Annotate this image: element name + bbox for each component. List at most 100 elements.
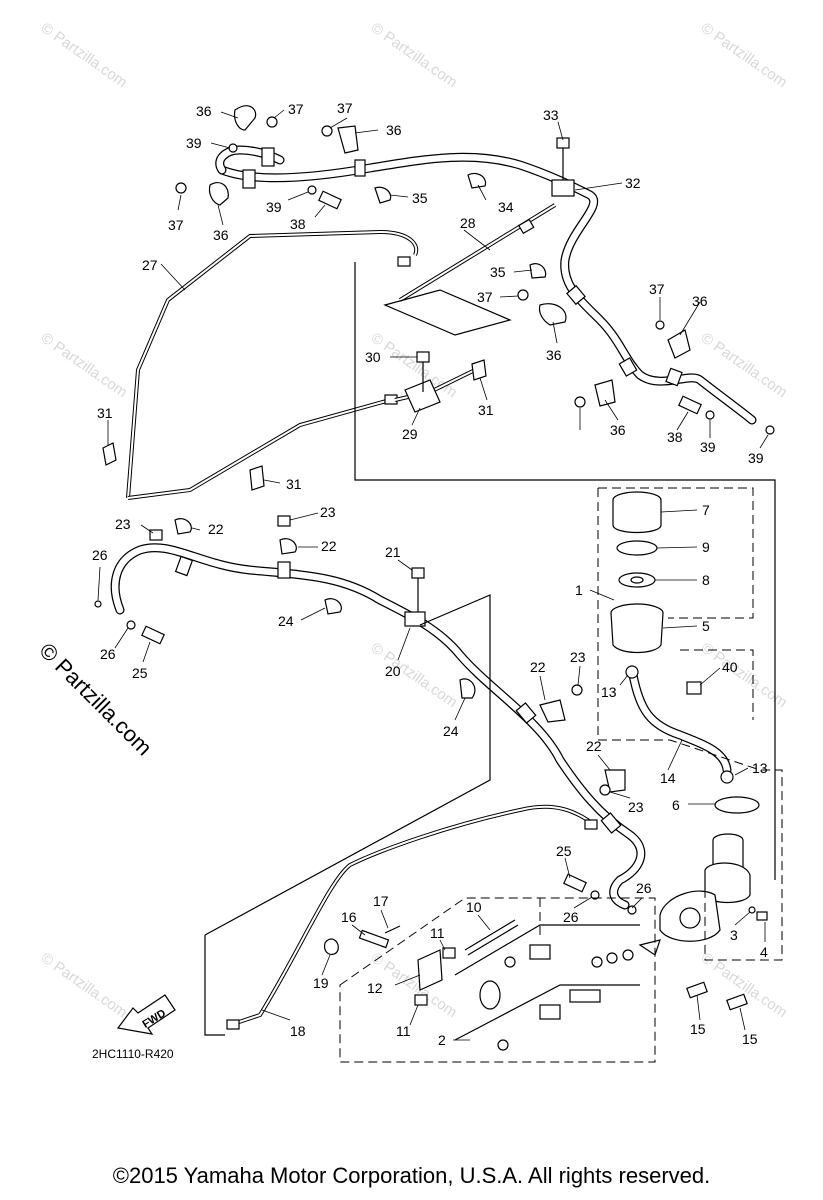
bolt bbox=[277, 515, 291, 527]
watermark-large: © Partzilla.com bbox=[34, 638, 157, 761]
callout-23: 23 bbox=[320, 504, 336, 520]
watermark-text: © Partzilla.com bbox=[698, 19, 791, 91]
pipe-nut bbox=[584, 819, 598, 830]
drawing-code: 2HC1110-R420 bbox=[92, 1047, 174, 1061]
callout-37: 37 bbox=[649, 281, 665, 297]
callout-12: 12 bbox=[367, 980, 383, 996]
bolt bbox=[686, 981, 708, 999]
callout-31: 31 bbox=[478, 402, 494, 418]
hose-clip bbox=[279, 538, 297, 555]
bolt bbox=[686, 681, 702, 695]
copper-washer bbox=[705, 410, 715, 420]
hose-ferrule bbox=[277, 561, 291, 579]
pipe-nut bbox=[517, 218, 535, 235]
union-bolt bbox=[141, 625, 165, 645]
copper-washer bbox=[307, 185, 317, 195]
bleed-screw bbox=[756, 911, 768, 921]
hose-clip bbox=[459, 678, 476, 699]
callout-1: 1 bbox=[575, 582, 583, 598]
hose-ferrule bbox=[174, 555, 194, 577]
callout-25: 25 bbox=[132, 665, 148, 681]
callout-10: 10 bbox=[466, 899, 482, 915]
callout-31: 31 bbox=[97, 405, 113, 421]
fwd-label: FWD bbox=[140, 1007, 168, 1030]
master-cylinder-assembly bbox=[204, 262, 783, 1063]
hose-clip bbox=[720, 770, 734, 784]
callout-29: 29 bbox=[402, 426, 418, 442]
watermark-text: © Partzilla.com bbox=[38, 19, 131, 91]
bolt bbox=[726, 993, 748, 1011]
callouts: 36 37 37 36 39 33 32 39 35 34 37 36 38 2… bbox=[92, 100, 768, 1048]
watermark-text: © Partzilla.com bbox=[38, 329, 131, 401]
callout-25: 25 bbox=[556, 843, 572, 859]
hose-clip bbox=[174, 518, 192, 535]
callout-36: 36 bbox=[213, 227, 229, 243]
hose-ferrule bbox=[354, 159, 366, 177]
hose-holder bbox=[208, 182, 229, 206]
callout-19: 19 bbox=[313, 975, 329, 991]
callout-17: 17 bbox=[373, 893, 389, 909]
callout-22: 22 bbox=[208, 521, 224, 537]
callout-20: 20 bbox=[385, 663, 401, 679]
callout-36: 36 bbox=[692, 293, 708, 309]
hose-joint-block bbox=[404, 611, 426, 627]
hose-holder bbox=[539, 699, 566, 723]
callout-35: 35 bbox=[412, 190, 428, 206]
piston-kit bbox=[539, 1004, 561, 1020]
watermark-layer: © Partzilla.com © Partzilla.com © Partzi… bbox=[34, 19, 790, 1021]
reservoir bbox=[610, 612, 664, 654]
hose-clip bbox=[374, 186, 392, 204]
pin bbox=[358, 929, 390, 949]
union-bolt bbox=[678, 395, 702, 415]
master-cylinder-port bbox=[679, 907, 701, 929]
callout-26: 26 bbox=[92, 547, 108, 563]
nut bbox=[442, 947, 456, 959]
hose-holder bbox=[538, 303, 567, 326]
clip bbox=[655, 320, 665, 330]
copper-washer bbox=[94, 600, 102, 608]
piston-kit bbox=[479, 980, 501, 1010]
copper-washer bbox=[627, 905, 637, 915]
clamp bbox=[249, 465, 265, 491]
callout-39: 39 bbox=[748, 450, 764, 466]
union-bolt bbox=[318, 190, 342, 210]
cotter-pin bbox=[323, 938, 339, 956]
hose-ferrule bbox=[665, 367, 683, 387]
seal bbox=[748, 906, 756, 914]
hose-clip bbox=[625, 665, 639, 679]
hose-holder bbox=[233, 105, 257, 131]
callout-39: 39 bbox=[700, 439, 716, 455]
callout-37: 37 bbox=[168, 217, 184, 233]
hose-ferrule bbox=[600, 812, 622, 834]
clip bbox=[517, 289, 529, 301]
callout-24: 24 bbox=[278, 613, 294, 629]
forward-arrow-icon: FWD bbox=[116, 994, 176, 1035]
callout-33: 33 bbox=[543, 107, 559, 123]
hose-clip bbox=[467, 172, 487, 189]
watermark-text: © Partzilla.com bbox=[368, 19, 461, 91]
callout-32: 32 bbox=[625, 175, 641, 191]
callout-38: 38 bbox=[290, 216, 306, 232]
callout-38: 38 bbox=[667, 429, 683, 445]
pipe-bracket bbox=[404, 379, 441, 413]
callout-27: 27 bbox=[142, 257, 158, 273]
hose-ferrule bbox=[618, 357, 638, 377]
callout-22: 22 bbox=[321, 538, 337, 554]
hose-clip bbox=[529, 263, 547, 279]
callout-13: 13 bbox=[752, 760, 768, 776]
bolt bbox=[556, 137, 570, 149]
watermark-text: © Partzilla.com bbox=[368, 639, 461, 711]
bolt bbox=[411, 567, 425, 579]
piston-seal bbox=[504, 956, 516, 968]
callout-2: 2 bbox=[438, 1032, 446, 1048]
reservoir-plate bbox=[616, 540, 658, 556]
circlip bbox=[497, 1039, 509, 1051]
hose-holder bbox=[604, 769, 626, 793]
callout-7: 7 bbox=[702, 502, 710, 518]
piston-seal bbox=[606, 952, 618, 964]
piston-kit bbox=[529, 944, 551, 960]
copper-washer bbox=[765, 425, 775, 435]
callout-26: 26 bbox=[100, 646, 116, 662]
callout-8: 8 bbox=[702, 572, 710, 588]
callout-37: 37 bbox=[288, 101, 304, 117]
